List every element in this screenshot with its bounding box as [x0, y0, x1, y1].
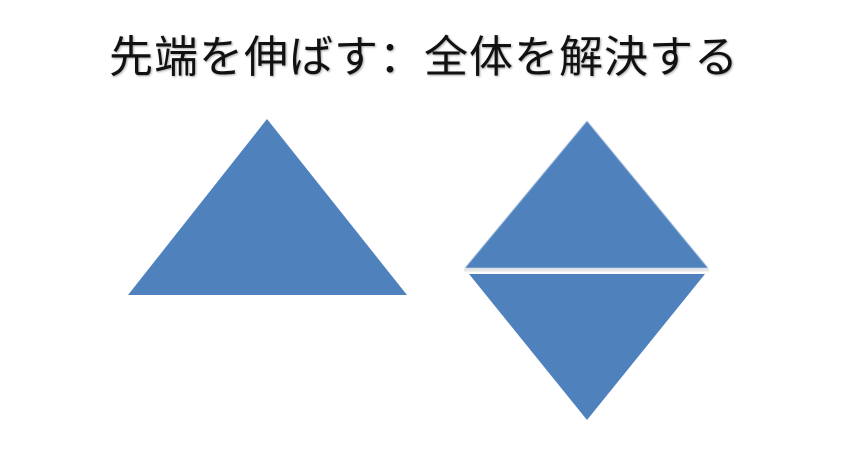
right-upper-triangle: [465, 121, 708, 268]
right-lower-triangle: [469, 274, 705, 420]
slide-title: 先端を伸ばす：全体を解決する: [109, 32, 739, 83]
left-triangle: [128, 119, 407, 295]
